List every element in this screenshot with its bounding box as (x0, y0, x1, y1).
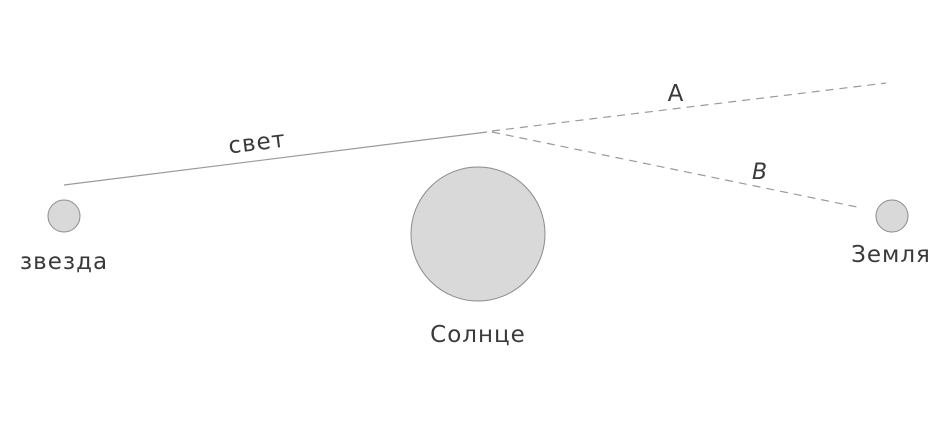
earth-label: Земля (851, 242, 931, 268)
earth-circle (875, 199, 909, 233)
light-ray (63, 131, 488, 186)
sun-label: Солнце (430, 322, 526, 348)
ray-a-label: A (668, 81, 685, 107)
light-label: свет (227, 127, 287, 160)
star-circle (47, 199, 81, 233)
ray-b-label: B (752, 160, 768, 185)
ray-b-dashed (491, 131, 863, 209)
ray-a-dashed (491, 82, 887, 132)
star-label: звезда (20, 249, 108, 275)
sun-circle (410, 166, 546, 302)
